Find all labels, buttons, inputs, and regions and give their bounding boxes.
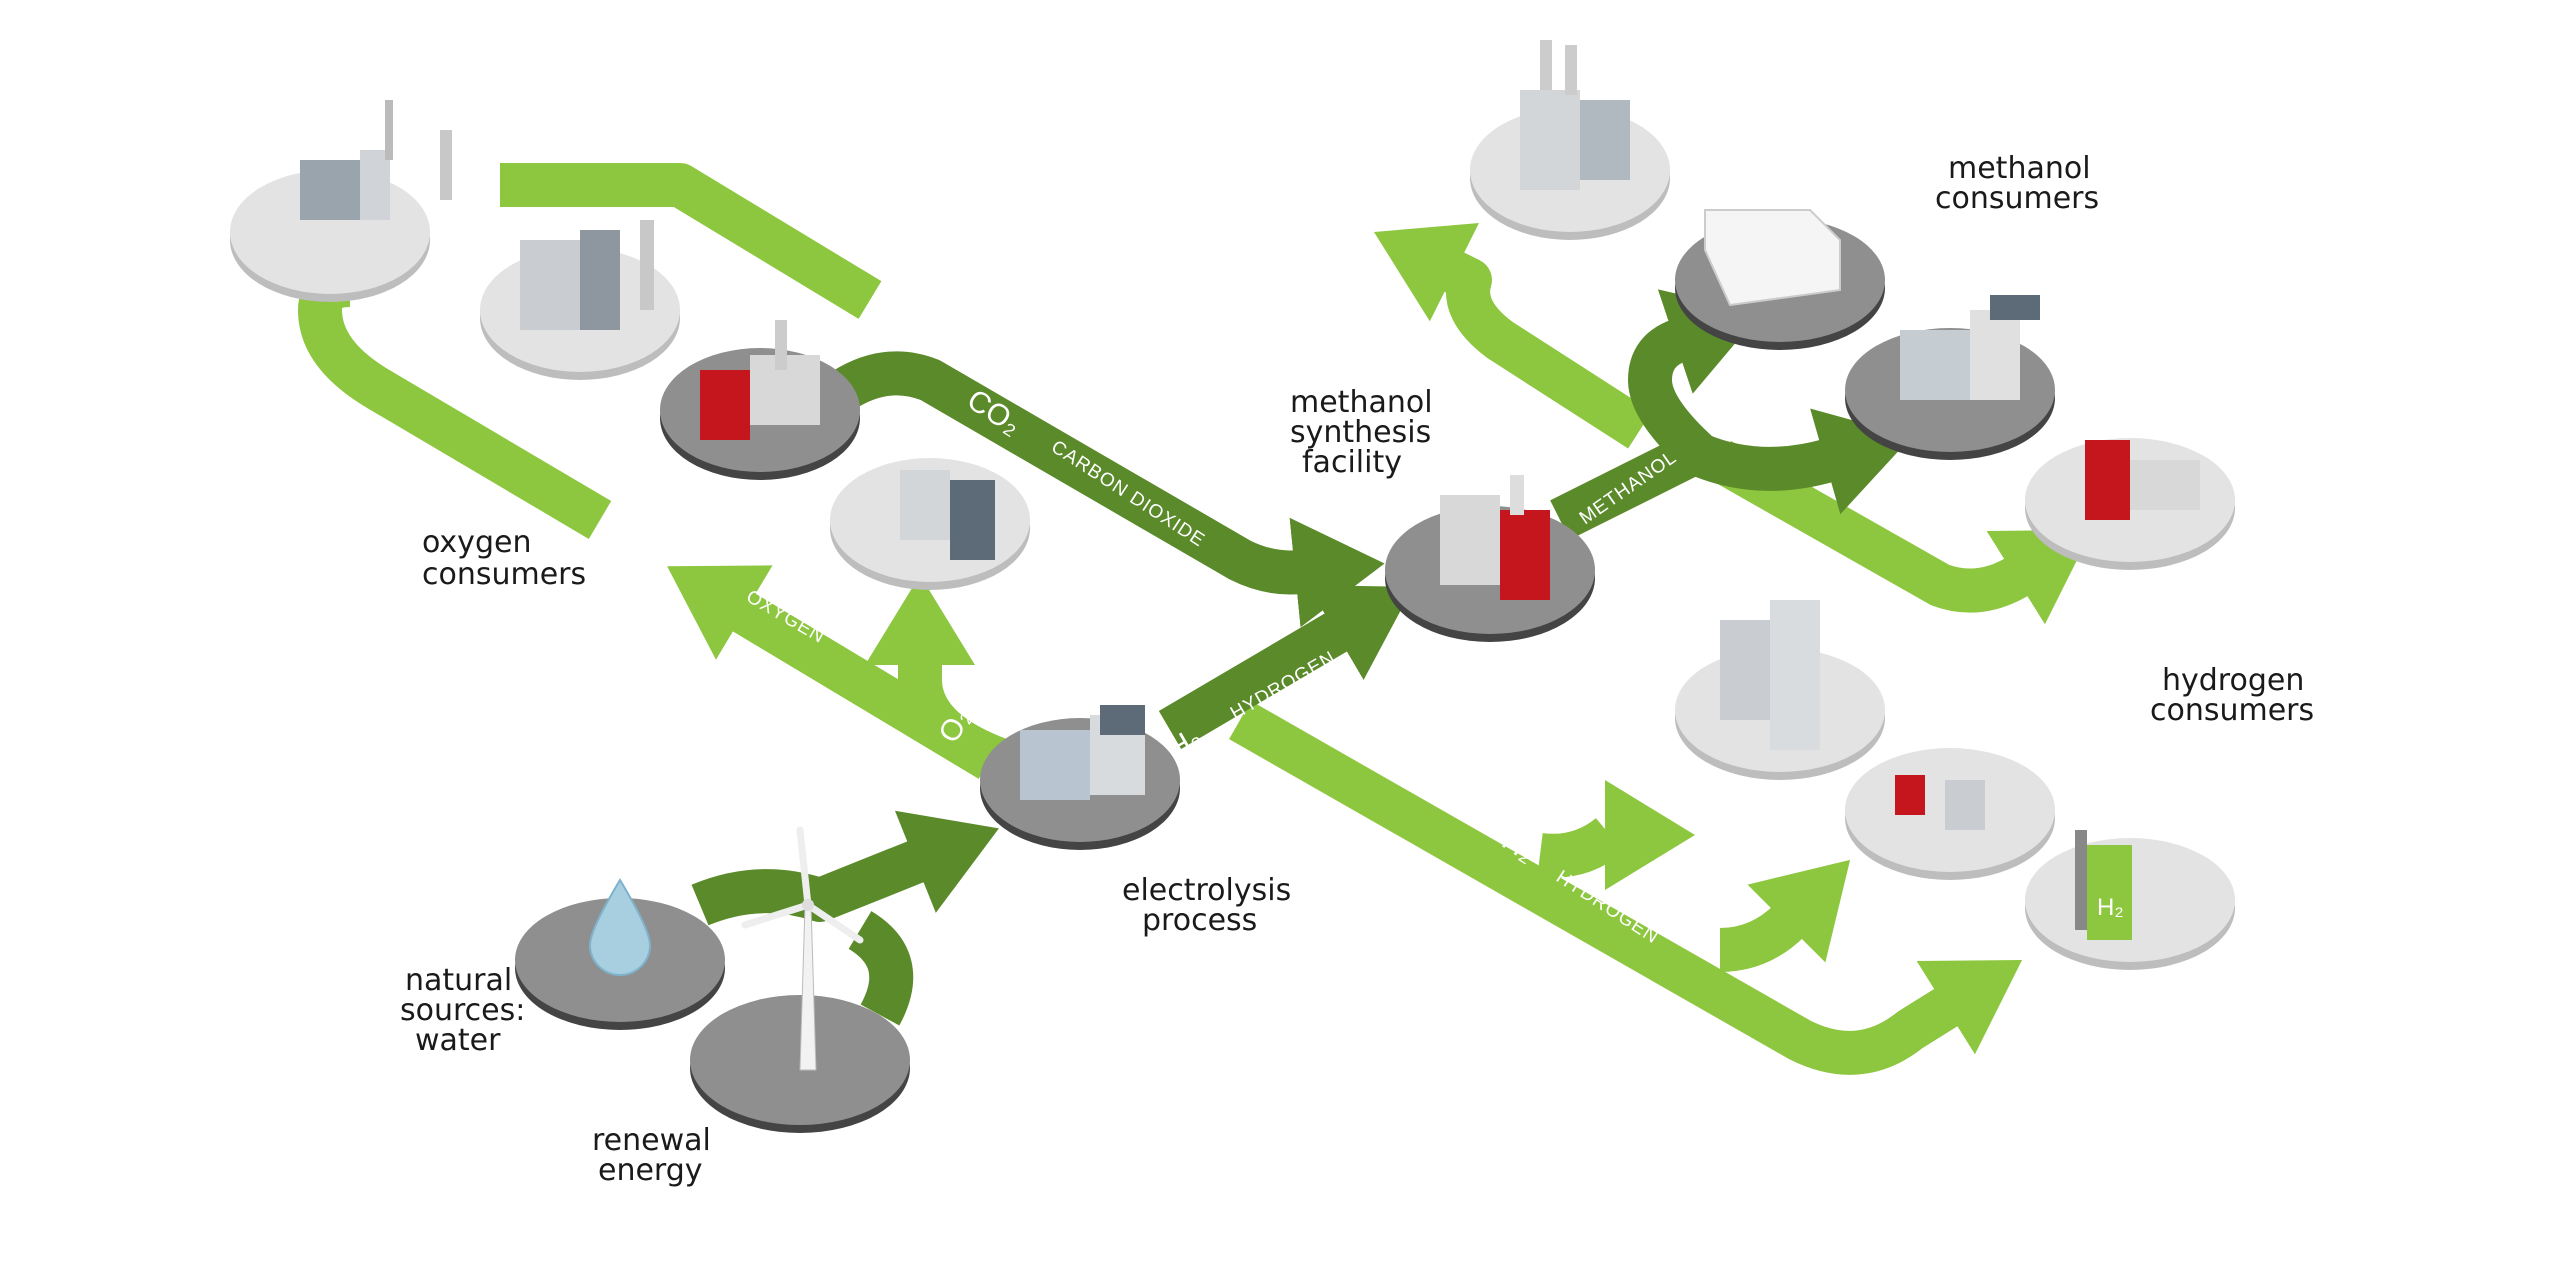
methanol-up-flow	[1628, 289, 1761, 472]
pump-h2-label: H₂	[2097, 894, 2124, 921]
hydrogen-consumer-building	[1675, 600, 1885, 780]
water-platform	[515, 878, 725, 1030]
oxygen-up-flow	[865, 575, 1009, 781]
oxygen-consumer-1	[230, 100, 452, 302]
methanol-light-up-flow	[1373, 223, 1652, 449]
water-drop-icon	[588, 878, 652, 976]
oxygen-consumer-4	[830, 458, 1030, 590]
methanol-synthesis-platform	[1385, 475, 1595, 642]
methanol-consumer-factory	[1470, 40, 1670, 240]
hydrogen-consumer-flow	[1229, 700, 2023, 1075]
methanol-light-right-flow	[1709, 440, 2093, 625]
hydrogen-consumer-station: H₂	[2025, 830, 2235, 970]
methanol-consumer-red	[2025, 438, 2235, 570]
wind-platform	[690, 826, 910, 1133]
h2-to-synthesis-flow	[1158, 585, 1414, 749]
water-energy-flow	[691, 810, 999, 926]
oxygen-consumer-2	[480, 220, 680, 380]
oxygen-consumer-3	[660, 320, 860, 480]
oxygen-top-flow	[500, 163, 882, 319]
hydrogen-branch-2	[1719, 859, 1851, 972]
wind-flow	[847, 911, 914, 1026]
co2-label: CARBON DIOXIDE	[1047, 437, 1208, 552]
methanol-consumer-plant	[1845, 295, 2055, 460]
methanol-right-flow	[1691, 408, 1912, 515]
hydrogen-pump-icon: H₂	[2075, 830, 2132, 940]
co2-flow	[816, 351, 1385, 628]
van-icon	[1704, 209, 1841, 307]
methanol-consumer-van	[1675, 209, 1885, 350]
platforms: H₂	[230, 40, 2235, 1133]
hydrogen-consumer-industry	[1845, 748, 2055, 880]
hydrogen-branch-1	[1537, 780, 1676, 881]
electrolysis-platform	[980, 705, 1180, 850]
wind-turbine-icon	[741, 826, 864, 1071]
